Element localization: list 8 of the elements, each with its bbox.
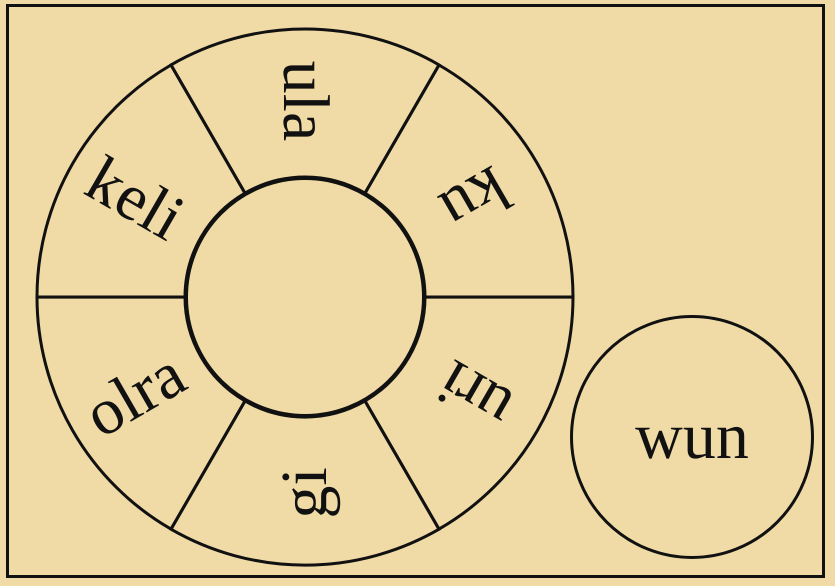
segment-word: keli xyxy=(76,146,195,252)
segment-word: ku xyxy=(430,154,520,244)
segment-word: ula xyxy=(272,60,338,142)
segment-word: uri xyxy=(426,348,523,442)
segment-word: olra xyxy=(74,340,196,450)
word-circle xyxy=(570,315,814,559)
circle-word: wun xyxy=(635,404,749,470)
segment-word: gi xyxy=(272,467,338,519)
